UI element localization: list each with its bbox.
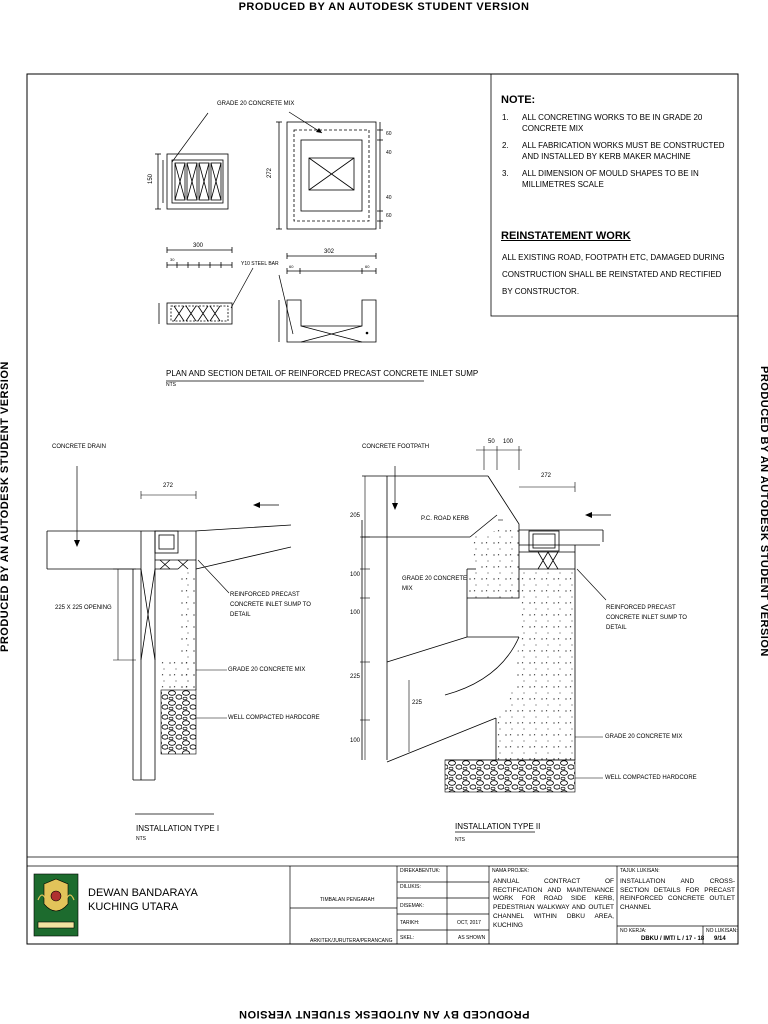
type2-hardcore: WELL COMPACTED HARDCORE bbox=[605, 775, 697, 781]
type2-dim-225b: 225 bbox=[412, 700, 423, 706]
note-item: 2. ALL FABRICATION WORKS MUST BE CONSTRUC… bbox=[502, 140, 730, 162]
note-number: 3. bbox=[502, 169, 509, 178]
plan-dim-60c: 60 bbox=[289, 264, 294, 269]
plan-dim-60d: 60 bbox=[365, 264, 370, 269]
note-item: 1. ALL CONCRETING WORKS TO BE IN GRADE 20… bbox=[502, 112, 730, 134]
type1-hardcore-fill bbox=[160, 689, 197, 755]
type2-dim-272: 272 bbox=[541, 473, 552, 479]
watermark-top: PRODUCED BY AN AUTODESK STUDENT VERSION bbox=[238, 1, 530, 13]
note-item: 3. ALL DIMENSION OF MOULD SHAPES TO BE IN… bbox=[502, 168, 730, 190]
type2-footpath: CONCRETE FOOTPATH bbox=[362, 444, 430, 450]
tarikh-value: OCT, 2017 bbox=[457, 920, 481, 926]
direkabentuk-label: DIREKABENTUK: bbox=[400, 868, 441, 874]
plan-small-block bbox=[155, 153, 229, 210]
plan-section-large bbox=[278, 253, 377, 343]
type1-concrete-drain: CONCRETE DRAIN bbox=[52, 444, 107, 450]
note-text: ALL FABRICATION WORKS MUST BE CONSTRUCTE… bbox=[522, 141, 725, 161]
skel-label: SKEL: bbox=[400, 935, 415, 941]
timbalan-pengarah: TIMBALAN PENGARAH bbox=[320, 897, 375, 903]
disemak-label: DISEMAK: bbox=[400, 903, 424, 909]
type2-grade-b: GRADE 20 CONCRETE MIX bbox=[605, 734, 683, 740]
type2-dim-100: 100 bbox=[503, 439, 514, 445]
plan-dim-150: 150 bbox=[148, 173, 155, 185]
type2-dim-100b: 100 bbox=[350, 610, 361, 616]
arkitek-label: ARKITEK/JURUTERA/PERANCANG bbox=[310, 938, 393, 944]
note-title: NOTE: bbox=[501, 94, 536, 106]
type2-dim-50: 50 bbox=[488, 439, 495, 445]
type2-grade-a: GRADE 20 CONCRETE MIX bbox=[402, 576, 468, 592]
skel-value: AS SHOWN bbox=[458, 935, 486, 941]
sheet-border bbox=[26, 73, 739, 945]
tajuk-label: TAJUK LUKISAN: bbox=[620, 868, 660, 874]
plan-dim-60a: 60 bbox=[386, 131, 392, 137]
plan-dim-272: 272 bbox=[267, 167, 274, 179]
note-number: 2. bbox=[502, 141, 509, 150]
title-block-lines bbox=[27, 856, 738, 944]
dbku-crest-logo bbox=[33, 873, 79, 937]
no-kerja-label: NO KERJA: bbox=[620, 928, 647, 934]
type2-dim-205: 205 bbox=[350, 513, 361, 519]
type1-dim-272: 272 bbox=[163, 483, 174, 489]
type2-kerb: P.C. ROAD KERB bbox=[421, 516, 469, 522]
plan-large-block bbox=[276, 121, 383, 230]
type1-precast: REINFORCED PRECAST CONCRETE INLET SUMP T… bbox=[230, 592, 311, 618]
plan-steel-bar: Y10 STEEL BAR bbox=[241, 261, 279, 267]
plan-dim-302: 302 bbox=[324, 249, 335, 255]
leader-grade-plan bbox=[171, 112, 209, 163]
plan-grade-label: GRADE 20 CONCRETE MIX bbox=[217, 101, 295, 107]
note-text: ALL CONCRETING WORKS TO BE IN GRADE 20 C… bbox=[522, 113, 703, 133]
plan-section-small bbox=[158, 247, 233, 325]
type1-nts: NTS bbox=[136, 836, 146, 842]
type1-opening: 225 X 225 OPENING bbox=[55, 605, 112, 611]
type1-grade: GRADE 20 CONCRETE MIX bbox=[228, 667, 306, 673]
type1-hardcore: WELL COMPACTED HARDCORE bbox=[228, 715, 320, 721]
no-lukisan-label: NO LUKISAN: bbox=[706, 928, 738, 934]
type2-dim-100a: 100 bbox=[350, 572, 361, 578]
plan-dim-300: 300 bbox=[193, 243, 204, 249]
reinstatement-text: ALL EXISTING ROAD, FOOTPATH ETC, DAMAGED… bbox=[502, 253, 725, 296]
note-box bbox=[490, 73, 739, 317]
type2-dim-225a: 225 bbox=[350, 674, 361, 680]
type2-hardcore-fill bbox=[444, 759, 576, 793]
plan-dim-30: 30 bbox=[170, 257, 175, 262]
type2-title: INSTALLATION TYPE II bbox=[455, 822, 541, 831]
note-list: 1. ALL CONCRETING WORKS TO BE IN GRADE 20… bbox=[502, 112, 730, 191]
reinstatement-title: REINSTATEMENT WORK bbox=[501, 230, 631, 242]
no-lukisan-value: 9/14 bbox=[714, 936, 726, 942]
plan-dim-40a: 40 bbox=[386, 150, 392, 156]
project-name: ANNUAL CONTRACT OF RECTIFICATION AND MAI… bbox=[493, 878, 614, 929]
plan-nts: NTS bbox=[166, 382, 176, 388]
note-number: 1. bbox=[502, 113, 509, 122]
plan-title: PLAN AND SECTION DETAIL OF REINFORCED PR… bbox=[166, 369, 479, 378]
type2-dim-100c: 100 bbox=[350, 738, 361, 744]
type1-title: INSTALLATION TYPE I bbox=[136, 824, 220, 833]
dilukis-label: DILUKIS: bbox=[400, 884, 421, 890]
drawing-title: INSTALLATION AND CROSS-SECTION DETAILS F… bbox=[620, 878, 735, 912]
plan-dim-60b: 60 bbox=[386, 213, 392, 219]
type2-nts: NTS bbox=[455, 837, 465, 843]
no-kerja-value: DBKU / IMT/ L / 17 - 18 bbox=[641, 936, 705, 942]
tarikh-label: TARIKH: bbox=[400, 920, 420, 926]
org-name: DEWAN BANDARAYA KUCHING UTARA bbox=[88, 887, 198, 913]
nama-projek-label: NAMA PROJEK: bbox=[492, 868, 529, 874]
plan-dim-40b: 40 bbox=[386, 195, 392, 201]
type2-precast: REINFORCED PRECAST CONCRETE INLET SUMP T… bbox=[606, 605, 687, 631]
note-text: ALL DIMENSION OF MOULD SHAPES TO BE IN M… bbox=[522, 169, 699, 189]
